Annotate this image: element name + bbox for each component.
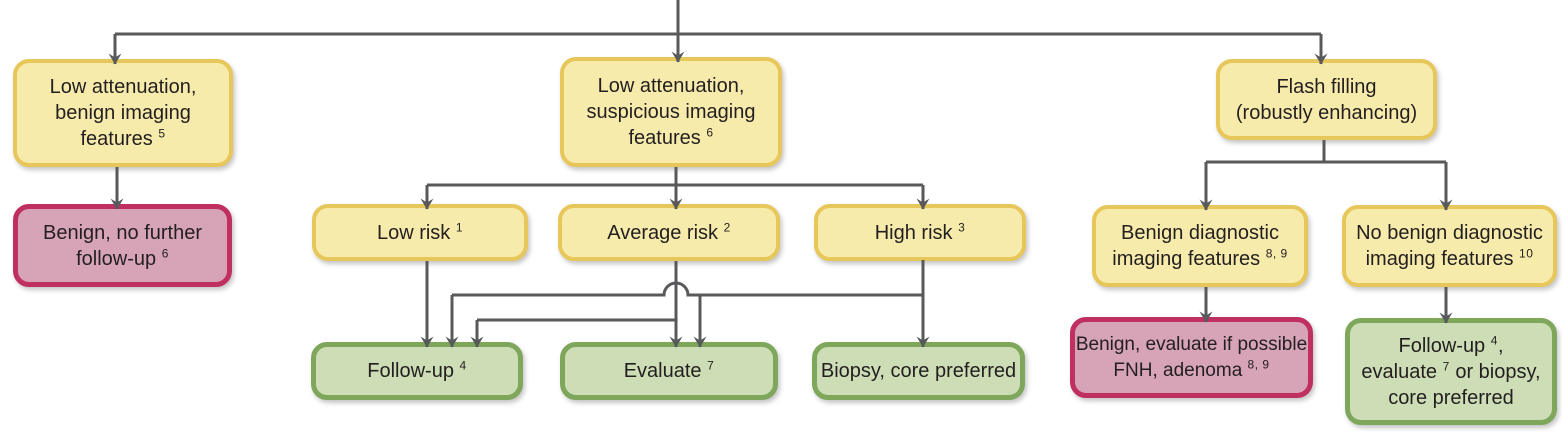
label-text: Average risk: [607, 221, 724, 244]
label-text: No benign diagnostic: [1356, 222, 1543, 244]
superscript: 6: [706, 125, 714, 140]
node-followup-evaluate-or-biopsy: Follow-up 4, evaluate 7 or biopsy, core …: [1345, 318, 1557, 425]
node-biopsy-core-preferred: Biopsy, core preferred: [812, 342, 1025, 400]
node-low-risk: Low risk 1: [312, 204, 528, 261]
label-line: Average risk 2: [607, 220, 731, 246]
superscript: 10: [1519, 246, 1534, 261]
label-text: ,: [1497, 334, 1504, 357]
node-flash-filling: Flash filling (robustly enhancing): [1216, 59, 1437, 140]
node-high-risk: High risk 3: [814, 204, 1026, 261]
label-text: Low attenuation,: [597, 75, 745, 97]
label-line: Evaluate 7: [624, 358, 715, 384]
label-text: features: [628, 127, 707, 149]
label-line: Follow-up 4: [367, 358, 466, 384]
label-text: benign imaging: [55, 102, 191, 124]
label-line: High risk 3: [875, 220, 966, 246]
label-text: FNH, adenoma: [1113, 359, 1248, 381]
superscript: 1: [455, 219, 464, 234]
label-text: suspicious imaging: [586, 101, 756, 123]
node-no-benign-diagnostic-features: No benign diagnostic imaging features 10: [1342, 205, 1557, 287]
label-text: or biopsy,: [1449, 360, 1541, 383]
label-line: Benign, no further: [43, 220, 202, 246]
label-text: Benign, no further: [43, 221, 202, 244]
node-follow-up: Follow-up 4: [311, 342, 523, 400]
node-evaluate: Evaluate 7: [560, 342, 778, 400]
node-benign-evaluate-fnh-adenoma: Benign, evaluate if possible FNH, adenom…: [1070, 317, 1313, 398]
node-benign-no-followup: Benign, no further follow-up 6: [13, 204, 232, 287]
superscript: 5: [158, 126, 166, 141]
label-line: FNH, adenoma 8, 9: [1113, 358, 1269, 384]
label-line: imaging features 10: [1366, 246, 1534, 272]
label-line: Biopsy, core preferred: [821, 358, 1016, 384]
label-text: Evaluate: [623, 360, 708, 382]
label-text: core preferred: [1388, 386, 1514, 409]
label-line: (robustly enhancing): [1236, 100, 1417, 126]
label-line: features 6: [628, 125, 713, 151]
label-text: Low attenuation,: [49, 76, 197, 98]
label-line: imaging features 8, 9: [1112, 246, 1287, 272]
label-line: Low risk 1: [377, 220, 463, 246]
connector-high-risk-branch-with-hop: [452, 281, 923, 297]
superscript: 4: [459, 358, 467, 373]
superscript: 3: [958, 219, 966, 234]
label-line: Follow-up 4,: [1398, 333, 1503, 359]
superscript: 7: [707, 358, 715, 373]
superscript: 8, 9: [1247, 357, 1270, 372]
node-low-attenuation-benign-features: Low attenuation, benign imaging features…: [13, 59, 233, 167]
label-text: evaluate: [1361, 360, 1443, 383]
node-low-attenuation-suspicious-features: Low attenuation, suspicious imaging feat…: [560, 57, 782, 167]
label-text: Low risk: [376, 221, 456, 244]
label-text: follow-up: [76, 247, 162, 270]
superscript: 4: [1490, 332, 1498, 347]
node-benign-diagnostic-features: Benign diagnostic imaging features 8, 9: [1092, 205, 1308, 287]
label-line: Benign, evaluate if possible: [1076, 332, 1307, 358]
label-line: features 5: [80, 126, 165, 152]
label-text: imaging features: [1112, 248, 1266, 270]
label-line: Benign diagnostic: [1121, 220, 1279, 246]
label-text: imaging features: [1365, 248, 1520, 270]
label-text: features: [80, 128, 159, 150]
superscript: 8, 9: [1265, 246, 1288, 261]
label-line: follow-up 6: [76, 246, 169, 272]
label-text: Benign diagnostic: [1121, 222, 1279, 244]
label-text: High risk: [874, 221, 959, 244]
label-line: Flash filling: [1276, 74, 1376, 100]
node-average-risk: Average risk 2: [558, 204, 780, 261]
superscript: 6: [161, 245, 169, 260]
label-line: No benign diagnostic: [1356, 220, 1543, 246]
label-text: Follow-up: [1398, 334, 1491, 357]
label-text: Benign, evaluate if possible: [1075, 333, 1308, 355]
label-text: (robustly enhancing): [1235, 101, 1418, 124]
label-line: benign imaging: [55, 100, 191, 126]
label-text: Flash filling: [1276, 75, 1377, 98]
label-line: core preferred: [1388, 385, 1514, 411]
superscript: 2: [723, 219, 731, 234]
label-line: suspicious imaging: [587, 99, 756, 125]
label-line: Low attenuation,: [598, 73, 745, 99]
superscript: 7: [1442, 358, 1450, 373]
label-text: Follow-up: [367, 360, 460, 382]
label-text: Biopsy, core preferred: [820, 360, 1017, 382]
label-line: Low attenuation,: [50, 74, 197, 100]
label-line: evaluate 7 or biopsy,: [1361, 359, 1540, 385]
